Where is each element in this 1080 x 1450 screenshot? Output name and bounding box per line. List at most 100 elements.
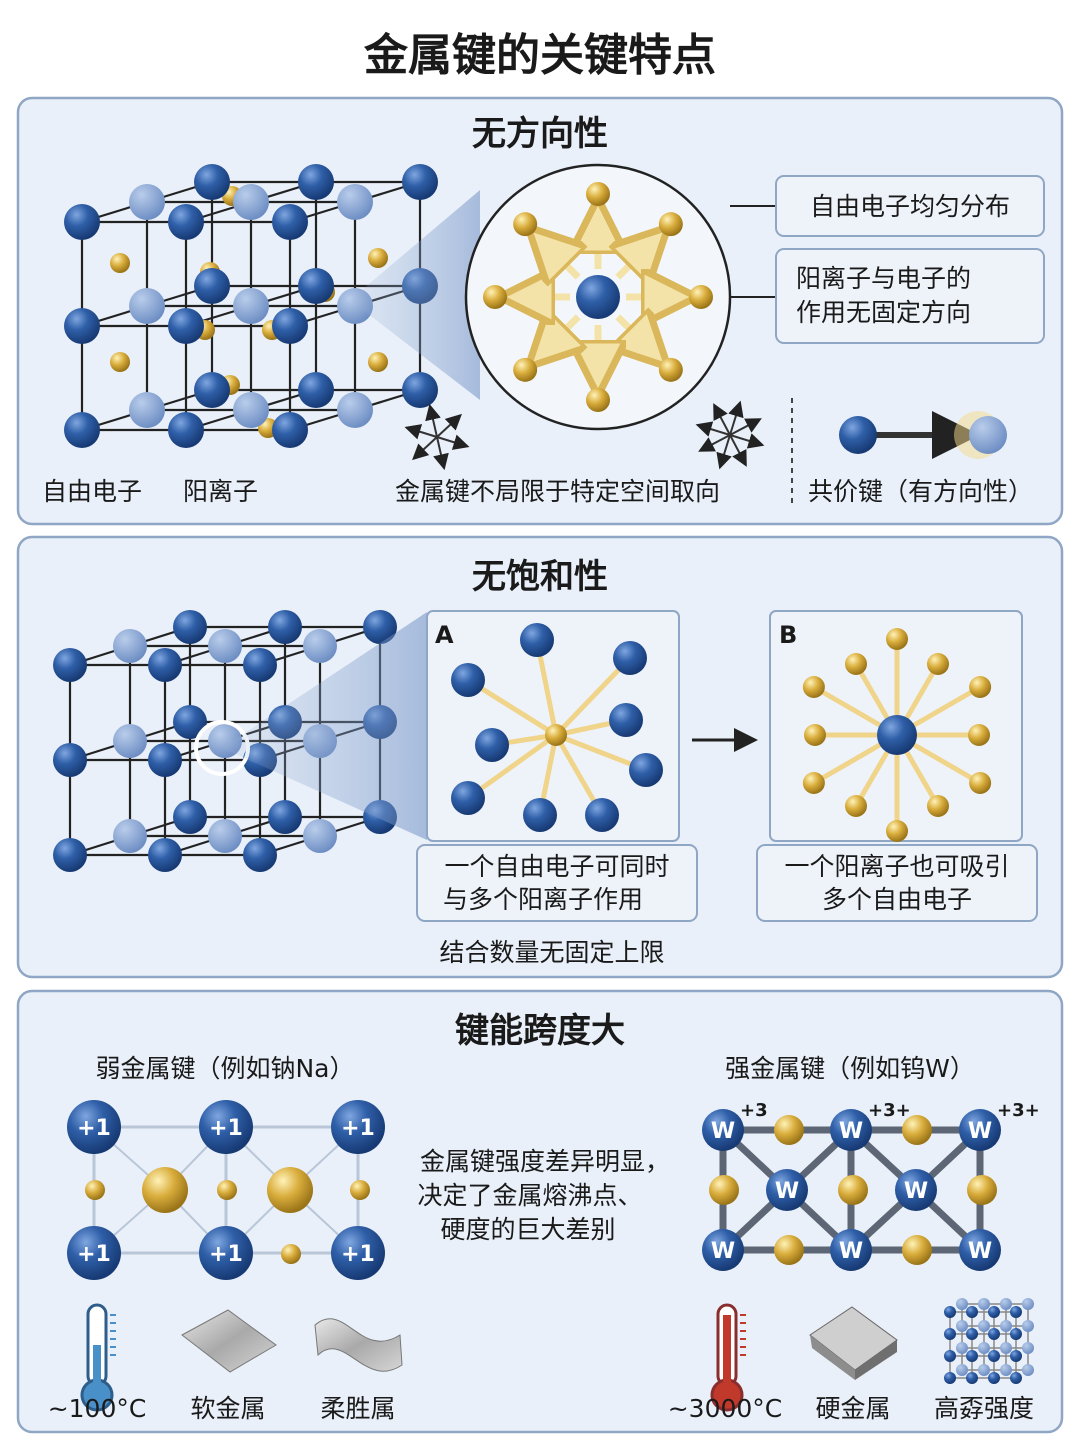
atom [944,1306,956,1318]
arrow [618,317,653,352]
atom [956,1342,968,1354]
free-electron [845,652,867,675]
caption-line: 一个阳离子也可吸引 [784,852,1009,881]
cation [523,798,557,832]
cation [148,648,182,682]
cation [233,392,269,428]
charge-label: +3+ [997,1100,1040,1121]
atom [966,1328,978,1340]
cation [363,610,397,644]
cation [298,372,334,408]
free-electron [368,248,388,268]
atom-label: W [711,1239,735,1264]
cation [337,184,373,220]
free-electron [774,1235,804,1265]
arrow [618,242,653,277]
atom-label: W [775,1179,799,1204]
callout-uniform: 自由电子均匀分布 [810,192,1010,221]
interaction-line [466,677,558,738]
free-electron [110,253,130,273]
sodium-lattice: +1+1+1+1+1+1 [67,1100,385,1280]
arrow [543,242,578,277]
atom [988,1328,1000,1340]
interaction-line [554,656,632,737]
free-electron [513,357,538,382]
cation [303,819,337,853]
free-electron [886,628,908,650]
cation [298,164,334,200]
cation [576,275,620,319]
weak-hardness: 软金属 [190,1394,265,1423]
callout-box [775,175,1045,237]
free-electron [902,1115,932,1145]
desc-line: 硬度的巨大差别 [440,1215,615,1244]
atom [1010,1328,1022,1340]
free-electron [927,652,949,675]
cation-multi-electron [802,628,992,842]
cation [173,800,207,834]
tungsten-cation [766,1169,808,1211]
crystal-strength-icon [944,1298,1034,1384]
cation [113,819,147,853]
free-electron [802,676,825,698]
sodium-cation [199,1100,253,1154]
cation [337,392,373,428]
cation [268,800,302,834]
lattice-diagram [64,164,438,448]
cation [613,641,647,675]
atom [988,1350,1000,1362]
cation [64,308,100,344]
cation [168,412,204,448]
free-electron [658,212,683,237]
arrow [543,317,578,352]
cation [113,629,147,663]
panel-b-label: B [779,621,797,649]
free-electron [658,357,683,382]
section-title: 无方向性 [472,114,608,154]
cation [272,204,308,240]
atom [966,1372,978,1384]
panel-3 [16,989,1064,1434]
free-electron [969,772,992,794]
strong-temp: ~3000°C [668,1394,783,1423]
atom [944,1372,956,1384]
atom-label: W [839,1119,863,1144]
cation [173,610,207,644]
cation [629,753,663,787]
cation [402,372,438,408]
caption-box [416,844,698,922]
free-electron [804,724,826,746]
charge-label: +1 [341,1116,375,1141]
summary: 结合数量无固定上限 [439,938,664,967]
cation [53,838,87,872]
atom [978,1342,990,1354]
free-electron [689,285,713,309]
free-electron [545,724,567,746]
radial-electrons [483,182,713,412]
atom [988,1372,1000,1384]
atom [1010,1372,1022,1384]
charge-label: +1 [77,1242,111,1267]
free-electron [802,772,825,794]
atom [956,1320,968,1332]
section-bond-energy: 键能跨度大 弱金属键（例如钠Na） 强金属键（例如钨W） +1+1+1+1+1+… [16,989,1064,1434]
caption: 金属键不局限于特定空间取向 [395,477,720,506]
atom [1022,1320,1034,1332]
cation [173,705,207,739]
cation [520,623,554,657]
tungsten-cation [830,1229,872,1271]
tungsten-cation [830,1109,872,1151]
tungsten-cation [702,1109,744,1151]
caption-line: 与多个阳离子作用 [443,885,643,914]
cation [64,412,100,448]
cation [113,724,147,758]
section-title: 无饱和性 [472,557,608,597]
atom [978,1320,990,1332]
charge-label: +1 [341,1242,375,1267]
free-electron [968,724,990,746]
arrow [729,433,765,449]
cation [243,648,277,682]
cation [233,288,269,324]
tungsten-cation [959,1229,1001,1271]
